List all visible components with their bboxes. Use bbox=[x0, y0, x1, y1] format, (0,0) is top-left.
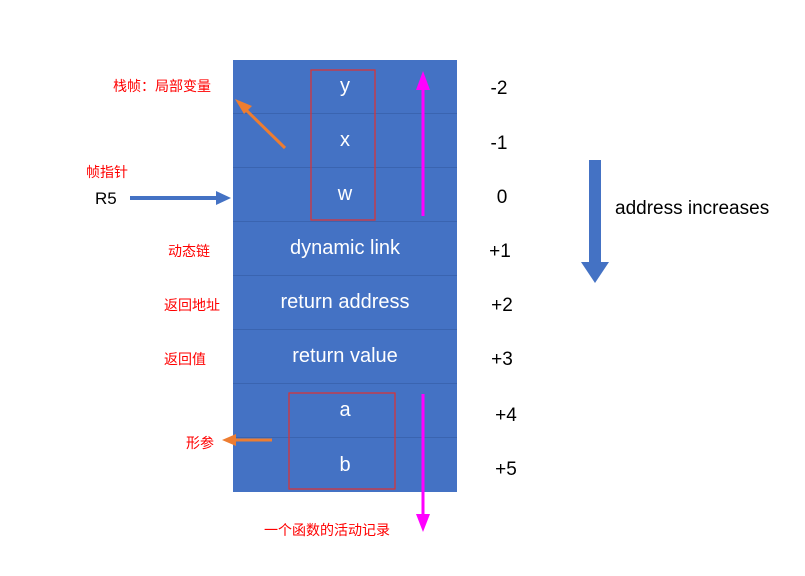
offset-label: +3 bbox=[491, 349, 513, 370]
magenta-down-arrow bbox=[416, 394, 430, 532]
address-increases-label: address increases bbox=[615, 198, 770, 219]
params-label: 形参 bbox=[186, 436, 214, 452]
slot-a: a bbox=[233, 384, 457, 438]
magenta-up-arrow bbox=[416, 71, 430, 216]
offset-label: -1 bbox=[490, 133, 508, 154]
orange-arrow-locals bbox=[235, 99, 287, 150]
slot-return-address: return address bbox=[233, 276, 457, 330]
orange-arrow-params bbox=[222, 434, 272, 446]
address-increases-arrow bbox=[581, 160, 609, 283]
slot-y: y bbox=[233, 60, 457, 114]
offset-label: +2 bbox=[491, 295, 513, 316]
params-outline bbox=[288, 392, 396, 490]
slot-return-value: return value bbox=[233, 330, 457, 384]
offset-label: +5 bbox=[495, 459, 517, 480]
offset-label: +1 bbox=[489, 241, 511, 262]
slot-w: w bbox=[233, 168, 457, 222]
register-r5-label: R5 bbox=[95, 189, 117, 208]
slot-b: b bbox=[339, 453, 351, 476]
activation-record-stack: y x w dynamic link return address return… bbox=[233, 60, 457, 492]
offset-label: 0 bbox=[496, 187, 508, 208]
offset-label: +4 bbox=[495, 405, 517, 426]
slot-dynamic-link: dynamic link bbox=[233, 222, 457, 276]
dynamic-link-label: 动态链 bbox=[168, 244, 210, 260]
return-address-label: 返回地址 bbox=[164, 298, 220, 314]
activation-record-label: 一个函数的活动记录 bbox=[264, 523, 390, 539]
frame-pointer-arrow bbox=[130, 191, 231, 205]
stack-frame-locals-label: 栈帧：局部变量 bbox=[113, 79, 211, 95]
offset-label: -2 bbox=[490, 78, 508, 99]
frame-pointer-label: 帧指针 bbox=[86, 165, 128, 181]
locals-outline bbox=[310, 69, 376, 221]
slot-x: x bbox=[233, 114, 457, 168]
return-value-label: 返回值 bbox=[164, 352, 206, 368]
